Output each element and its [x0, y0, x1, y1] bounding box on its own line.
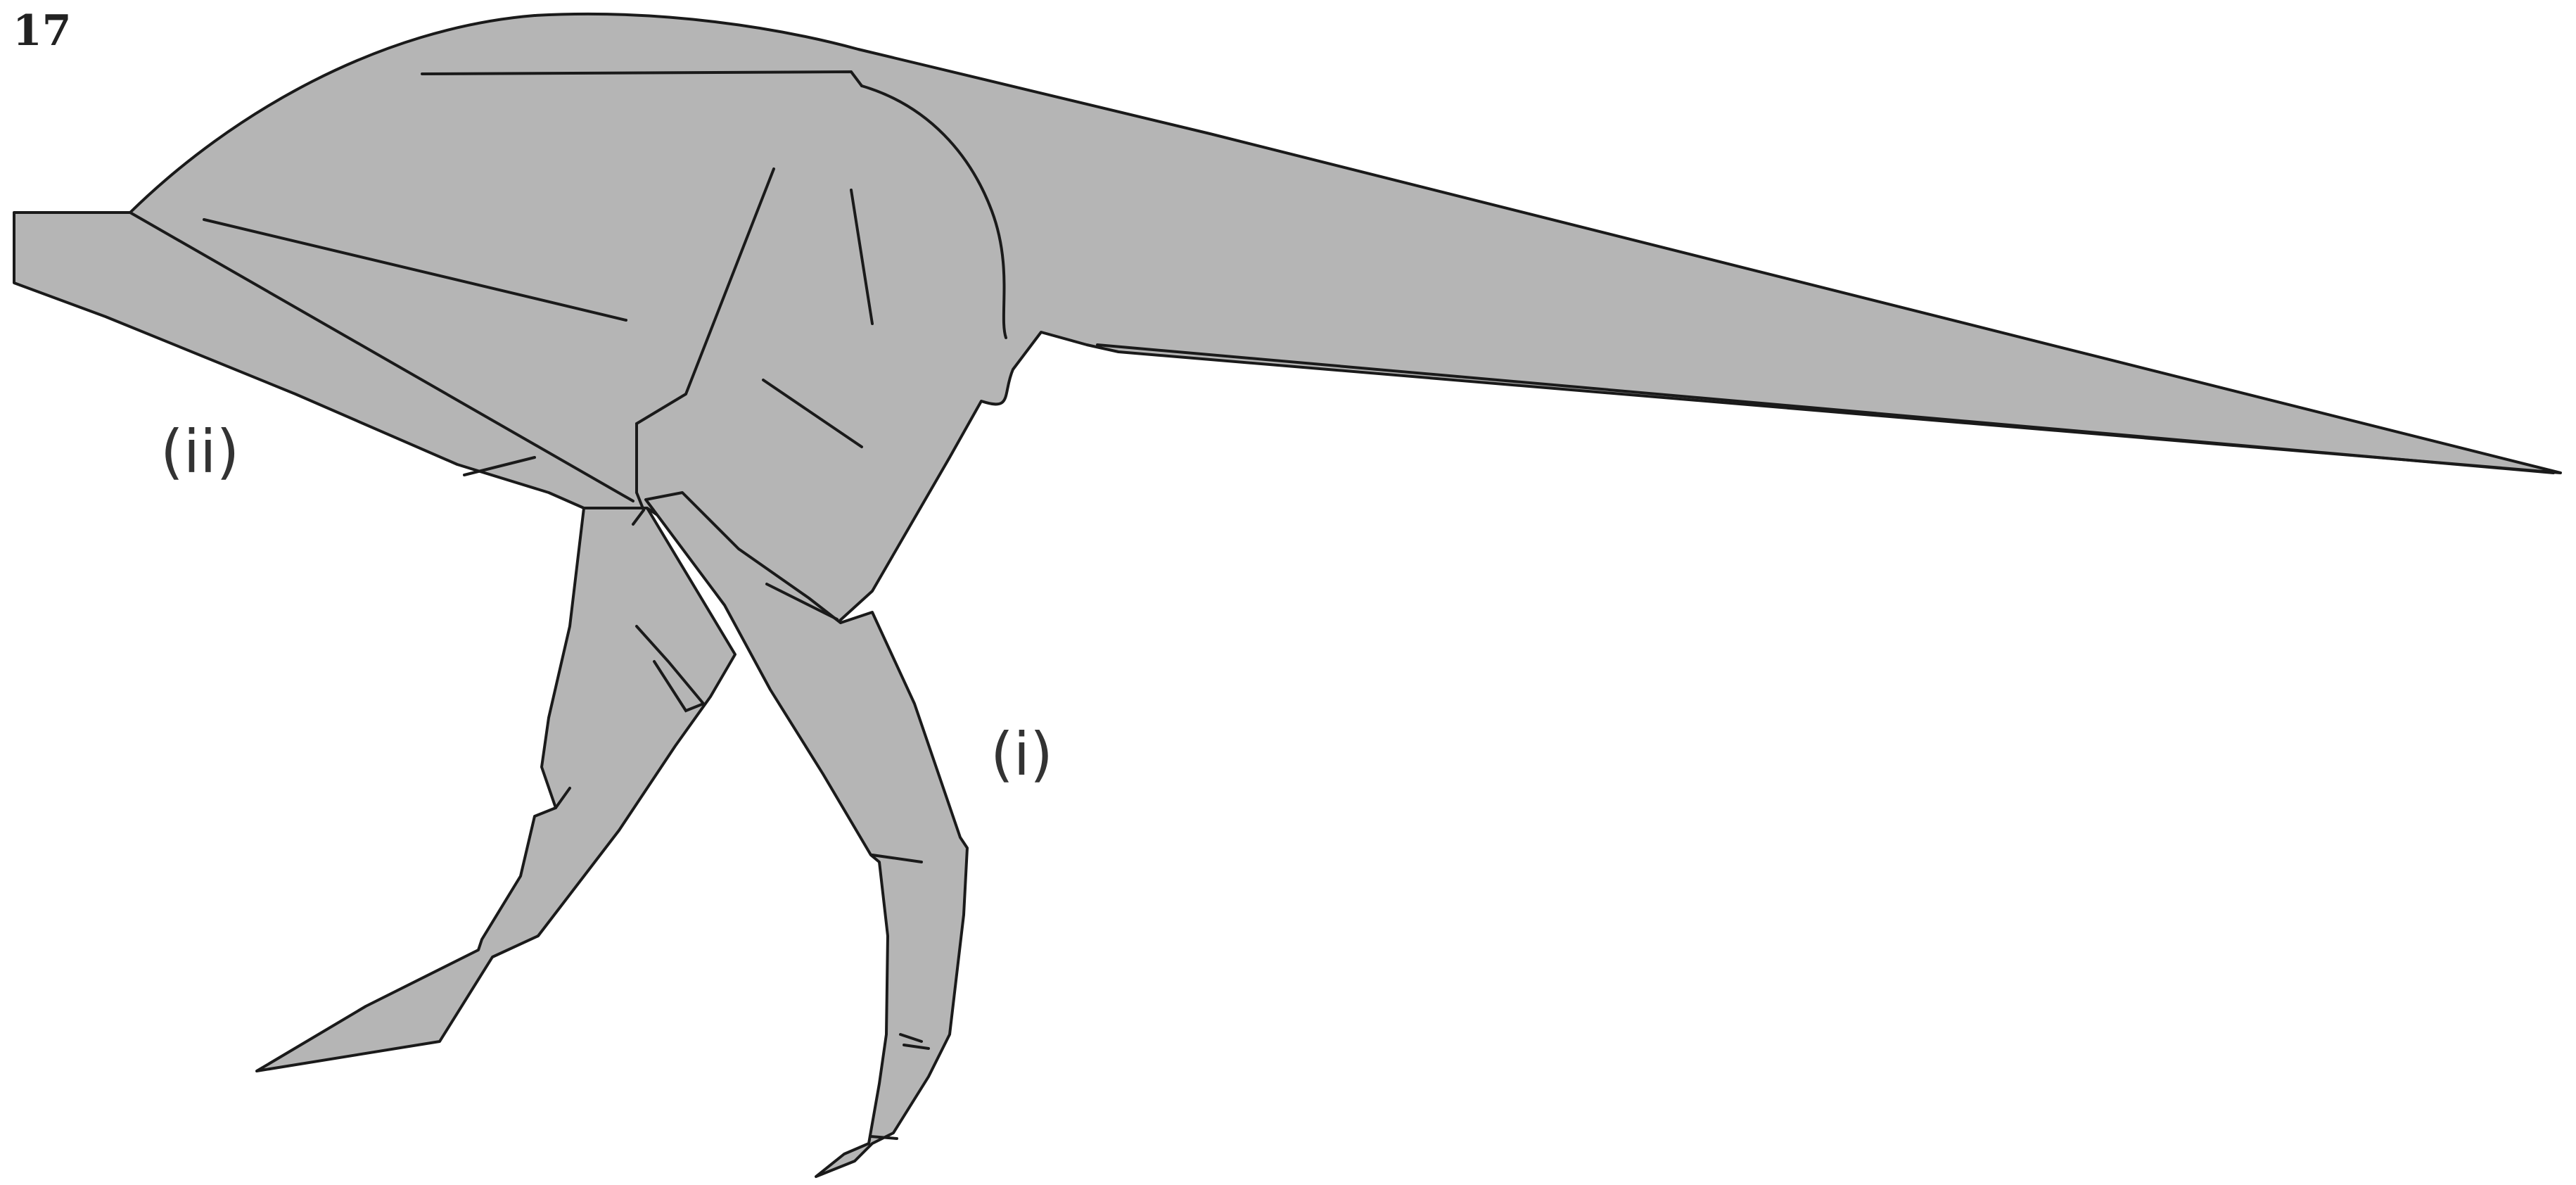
left-leg	[257, 508, 735, 1071]
label-i: (i)	[990, 725, 1053, 784]
label-ii: (ii)	[160, 422, 239, 481]
body-head-tail	[14, 14, 2561, 626]
